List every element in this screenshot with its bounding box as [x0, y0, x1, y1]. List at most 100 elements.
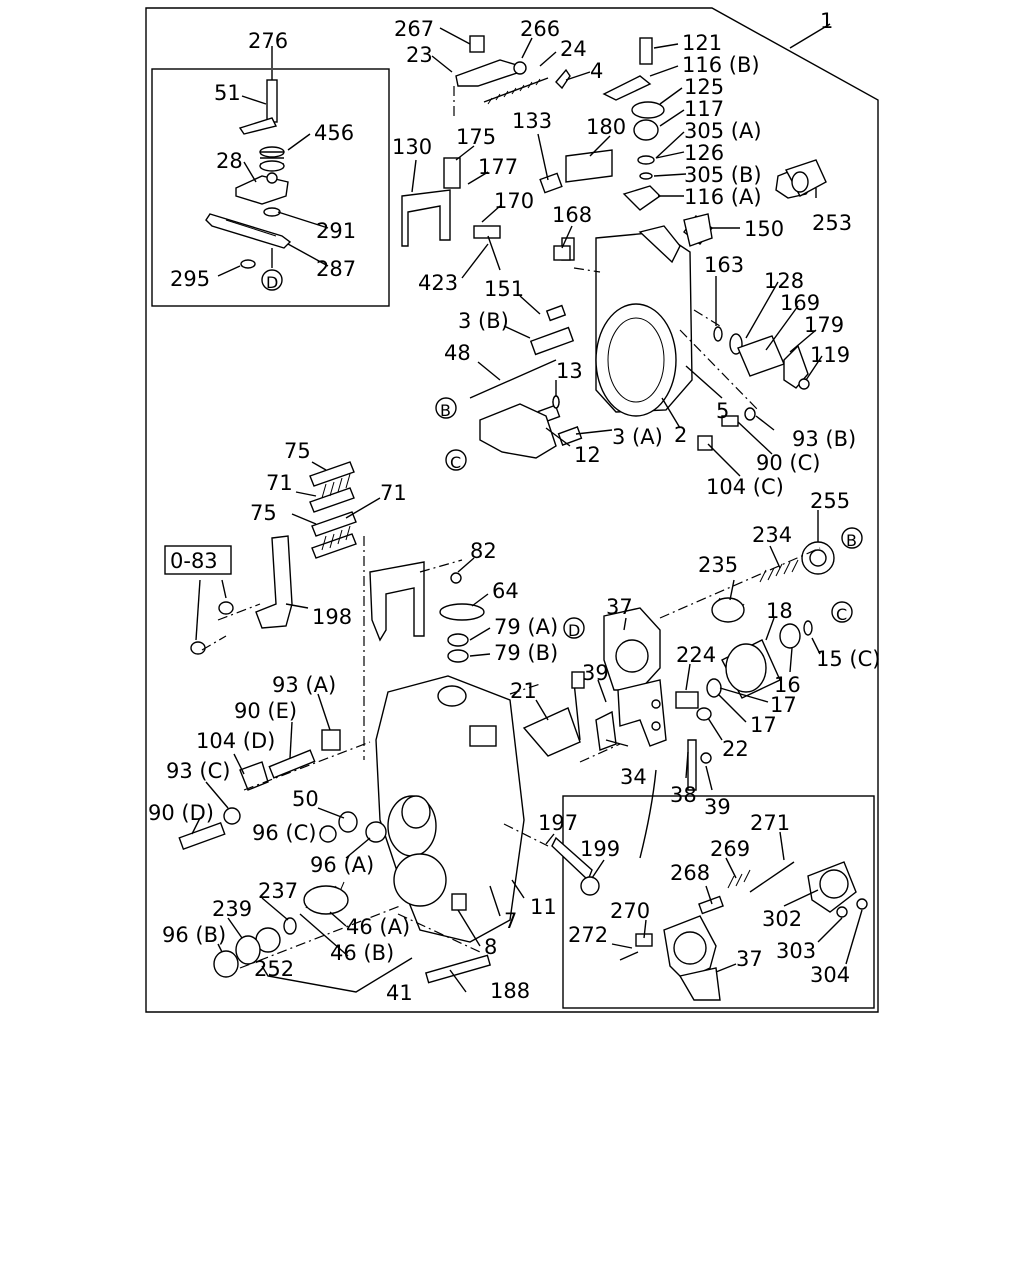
label-224: 224	[676, 643, 716, 667]
main-frame	[145, 7, 879, 1013]
label-21: 21	[510, 679, 537, 703]
label-117: 117	[684, 97, 724, 121]
ref-b-left: B	[440, 401, 451, 420]
label-16: 16	[774, 673, 801, 697]
label-423: 423	[418, 271, 458, 295]
label-268: 268	[670, 861, 710, 885]
label-28: 28	[216, 149, 243, 173]
part-13-pin	[552, 395, 560, 409]
label-96b: 96 (B)	[162, 923, 226, 947]
label-75-top: 75	[284, 439, 311, 463]
ref-c-left: C	[450, 453, 461, 472]
label-4: 4	[590, 59, 603, 83]
label-133: 133	[512, 109, 552, 133]
ref-b-top: B	[846, 531, 857, 550]
label-34: 34	[620, 765, 647, 789]
label-270: 270	[610, 899, 650, 923]
inset-top-left-parts	[205, 70, 292, 269]
label-252: 252	[254, 957, 294, 981]
label-1: 1	[820, 9, 833, 33]
label-15c: 15 (C)	[816, 647, 880, 671]
label-12: 12	[574, 443, 601, 467]
label-198: 198	[312, 605, 352, 629]
label-0-83: 0-83	[170, 549, 218, 573]
part-150-plug	[683, 213, 713, 247]
label-272: 272	[568, 923, 608, 947]
reference-markers: B B C C D D	[261, 269, 863, 640]
ref-c-right: C	[836, 605, 847, 624]
label-179: 179	[804, 313, 844, 337]
label-17-lower: 17	[750, 713, 777, 737]
label-269: 269	[710, 837, 750, 861]
label-3b: 3 (B)	[458, 309, 509, 333]
label-24: 24	[560, 37, 587, 61]
label-130: 130	[392, 135, 432, 159]
label-177: 177	[478, 155, 518, 179]
label-71-right: 71	[380, 481, 407, 505]
label-13: 13	[556, 359, 583, 383]
label-305a: 305 (A)	[684, 119, 762, 143]
label-104c: 104 (C)	[706, 475, 784, 499]
label-93c: 93 (C)	[166, 759, 230, 783]
label-291: 291	[316, 219, 356, 243]
label-46b: 46 (B)	[330, 941, 394, 965]
ref-d-inset: D	[266, 273, 278, 292]
governor-cover-assembly	[401, 35, 819, 459]
label-90d: 90 (D)	[148, 801, 214, 825]
label-239: 239	[212, 897, 252, 921]
label-8: 8	[484, 935, 497, 959]
label-17-upper: 17	[770, 693, 797, 717]
label-197: 197	[538, 811, 578, 835]
part-168-bolt	[553, 245, 571, 261]
label-71-left: 71	[266, 471, 293, 495]
label-64: 64	[492, 579, 519, 603]
inset-box-adjuster	[562, 795, 875, 1009]
label-126: 126	[684, 141, 724, 165]
label-39-upper: 39	[582, 661, 609, 685]
label-116b: 116 (B)	[682, 53, 760, 77]
label-79b: 79 (B)	[494, 641, 558, 665]
label-234: 234	[752, 523, 792, 547]
label-75-bottom: 75	[250, 501, 277, 525]
label-22: 22	[722, 737, 749, 761]
label-79a: 79 (A)	[494, 615, 558, 639]
label-255: 255	[810, 489, 850, 513]
label-302: 302	[762, 907, 802, 931]
label-37-inset: 37	[736, 947, 763, 971]
label-48: 48	[444, 341, 471, 365]
label-50: 50	[292, 787, 319, 811]
inset-bottom-right-parts	[619, 861, 868, 1001]
label-37-upper: 37	[606, 595, 633, 619]
label-104d: 104 (D)	[196, 729, 275, 753]
label-235: 235	[698, 553, 738, 577]
label-82: 82	[470, 539, 497, 563]
label-46a: 46 (A)	[346, 915, 410, 939]
label-3a: 3 (A)	[612, 425, 663, 449]
label-116a: 116 (A)	[684, 185, 762, 209]
label-253: 253	[812, 211, 852, 235]
label-23: 23	[406, 43, 433, 67]
label-41: 41	[386, 981, 413, 1005]
ref-d-lever: D	[568, 621, 580, 640]
dash-lines	[201, 86, 821, 969]
part-253-nut-face	[791, 171, 809, 193]
label-267: 267	[394, 17, 434, 41]
label-39-lower: 39	[704, 795, 731, 819]
label-271: 271	[750, 811, 790, 835]
label-305b: 305 (B)	[684, 163, 762, 187]
lower-housing-assembly	[178, 461, 835, 984]
part-133-bolt	[539, 172, 563, 194]
label-125: 125	[684, 75, 724, 99]
label-18: 18	[766, 599, 793, 623]
label-151: 151	[484, 277, 524, 301]
leader-lines	[191, 23, 863, 993]
variant-box-0-83	[164, 545, 232, 575]
label-168: 168	[552, 203, 592, 227]
label-199: 199	[580, 837, 620, 861]
label-96c: 96 (C)	[252, 821, 316, 845]
label-2: 2	[674, 423, 687, 447]
label-7: 7	[504, 909, 517, 933]
label-170: 170	[494, 189, 534, 213]
label-169: 169	[780, 291, 820, 315]
